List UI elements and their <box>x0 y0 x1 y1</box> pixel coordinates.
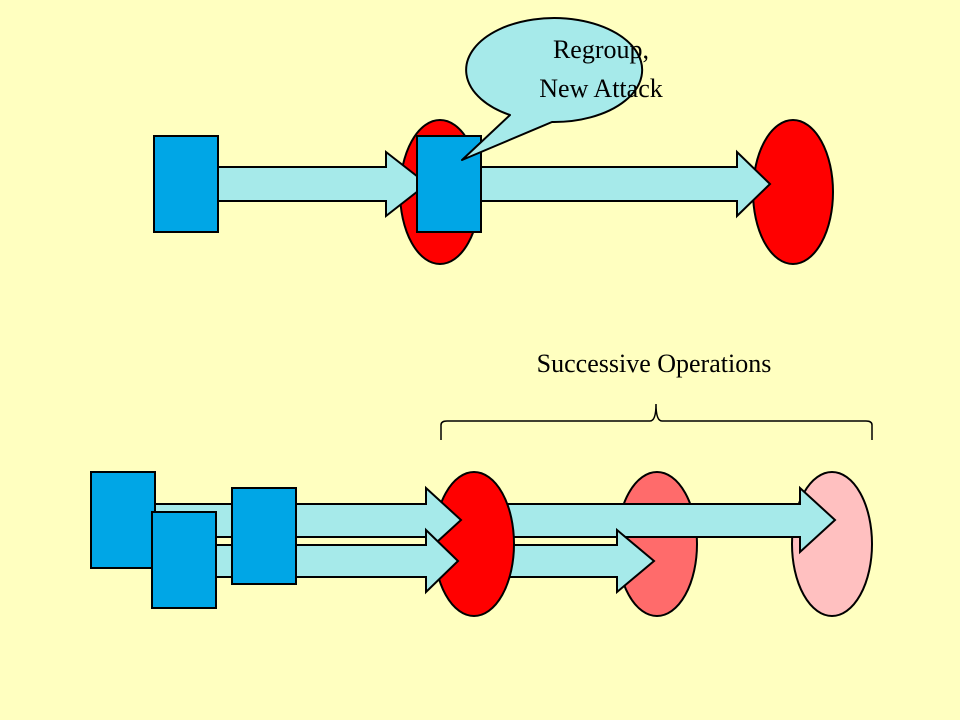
top-scenario: Regroup, New Attack <box>153 17 834 265</box>
successive-operations-label: Successive Operations <box>537 349 772 378</box>
advance-arrow-1 <box>216 149 429 219</box>
objective-ellipse-front <box>433 471 515 617</box>
bottom-scenario: Successive Operations <box>90 349 873 617</box>
advance-arrow-2 <box>479 149 772 219</box>
callout-text-line2: New Attack <box>539 74 662 103</box>
unit-block-2 <box>151 511 217 609</box>
callout-bubble: Regroup, New Attack <box>461 17 663 161</box>
unit-block-3 <box>231 487 297 585</box>
unit-block-start <box>153 135 219 233</box>
objective-ellipse-2 <box>752 119 834 265</box>
successive-operations-bracket <box>440 403 873 440</box>
callout-text-line1: Regroup, <box>553 35 649 64</box>
unit-block-1 <box>90 471 156 569</box>
callout-shape <box>461 17 644 161</box>
